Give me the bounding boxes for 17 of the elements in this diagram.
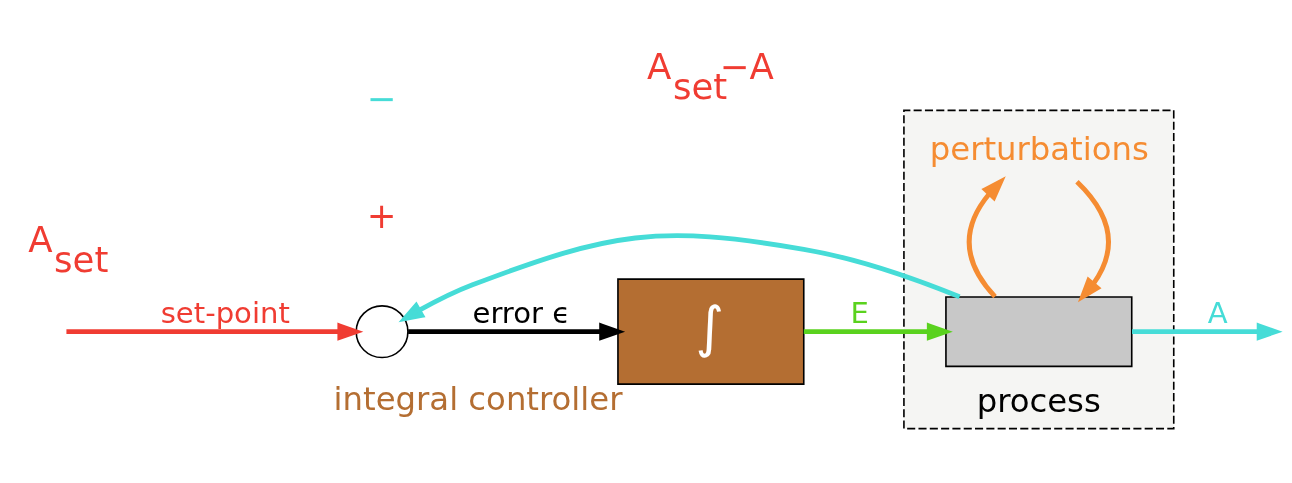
node-text: perturbations [929,129,1149,168]
node-box: ∫ [617,277,805,385]
arrow [1132,322,1283,341]
node-circle [355,304,409,358]
arrow [408,322,626,341]
arrow [398,232,961,322]
arrow [803,322,953,341]
node-box [945,295,1133,367]
edge-label: set-point [160,295,290,330]
arrow [966,175,1006,298]
arrow [1075,179,1111,302]
edge-label: E [850,295,869,330]
edge-label: A [1207,295,1228,330]
label: + [366,194,397,236]
label: − [366,77,397,119]
edge-label: error ϵ [472,295,571,330]
arrow [66,322,364,341]
